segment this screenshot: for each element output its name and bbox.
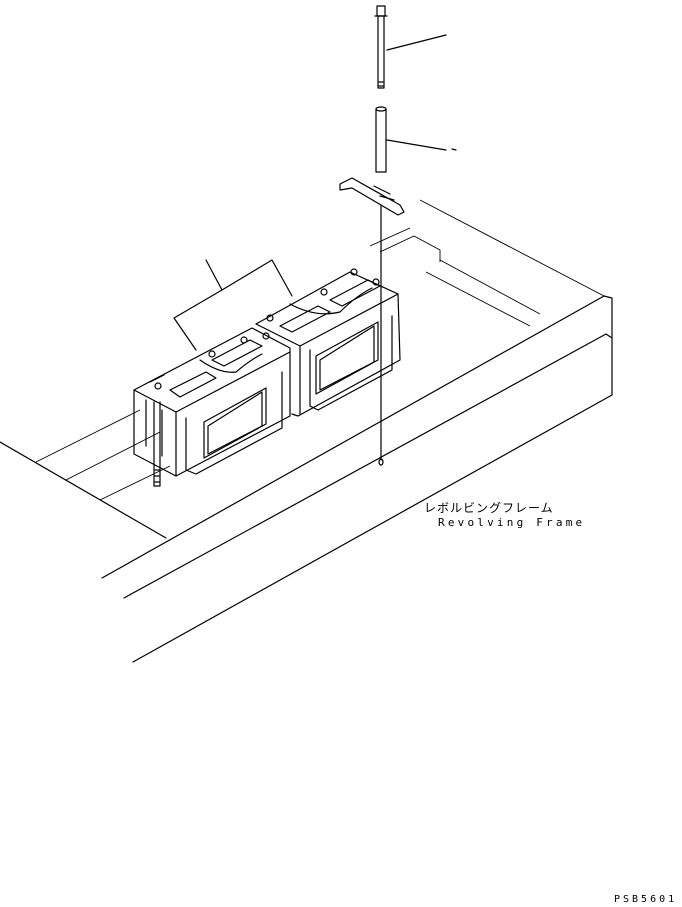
revolving-frame [0, 199, 613, 663]
spacer-tube [375, 106, 457, 173]
battery-rear [255, 268, 401, 417]
battery-front [133, 327, 291, 487]
hold-down-rod [374, 5, 447, 89]
battery-leader [173, 259, 293, 351]
revolving-frame-label-jp: レボルビングフレーム [424, 501, 554, 515]
revolving-frame-label-en: Revolving Frame [438, 516, 586, 529]
drawing-code: PSB5601 [614, 894, 678, 905]
hold-down-bracket [339, 177, 405, 466]
